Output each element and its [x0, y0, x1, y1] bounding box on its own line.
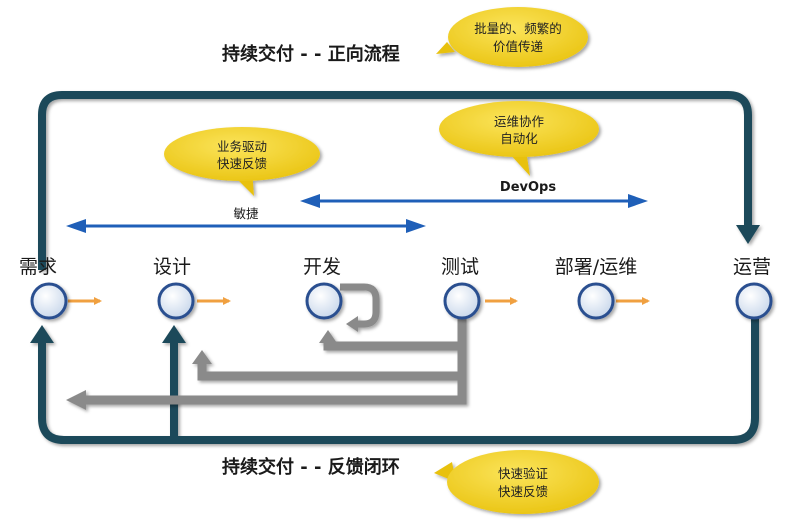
- forward-loop-arrow: [38, 91, 760, 270]
- callout-business-line-2: 快速反馈: [217, 156, 267, 171]
- agile-label: 敏捷: [233, 206, 259, 221]
- feedback-loop-title: 持续交付 - - 反馈闭环: [222, 456, 400, 478]
- stage-node-testing: [443, 282, 481, 320]
- callout-batch-line-1: 批量的、频繁的: [474, 21, 562, 36]
- dev-iteration-loop-arrow: [340, 283, 380, 332]
- callout-business-line-1: 业务驱动: [217, 139, 267, 154]
- stage-label-development: 开发: [303, 256, 341, 278]
- stage-node-development: [305, 282, 343, 320]
- stage-node-deploy-ops: [577, 282, 615, 320]
- stage-label-deploy-ops: 部署/运维: [555, 256, 637, 278]
- callout-ops-line-1: 运维协作: [494, 114, 545, 129]
- forward-flow-title: 持续交付 - - 正向流程: [222, 43, 400, 65]
- devops-span-arrow: [300, 194, 648, 208]
- stage-label-requirements: 需求: [19, 256, 57, 278]
- callout-ops-automation: 运维协作 自动化: [439, 101, 599, 176]
- stage-node-requirements: [30, 282, 68, 320]
- callout-batch-delivery: 批量的、频繁的 价值传递: [436, 7, 588, 67]
- stage-label-design: 设计: [153, 256, 191, 278]
- stage-node-operations: [735, 282, 773, 320]
- callout-verify-line-2: 快速反馈: [498, 484, 548, 499]
- callout-business-driven: 业务驱动 快速反馈: [164, 127, 320, 196]
- devops-label: DevOps: [500, 180, 556, 195]
- stage-node-design: [157, 282, 195, 320]
- callout-batch-line-2: 价值传递: [493, 39, 544, 54]
- stage-label-testing: 测试: [441, 256, 479, 278]
- callout-verify-line-1: 快速验证: [498, 466, 549, 481]
- stage-label-operations: 运营: [733, 256, 771, 278]
- test-feedback-arrows: [66, 318, 467, 410]
- agile-span-arrow: [66, 219, 426, 233]
- feedback-loop-arrow: [30, 318, 759, 444]
- callout-quick-verify: 快速验证 快速反馈: [434, 450, 599, 514]
- callout-ops-line-2: 自动化: [500, 131, 538, 146]
